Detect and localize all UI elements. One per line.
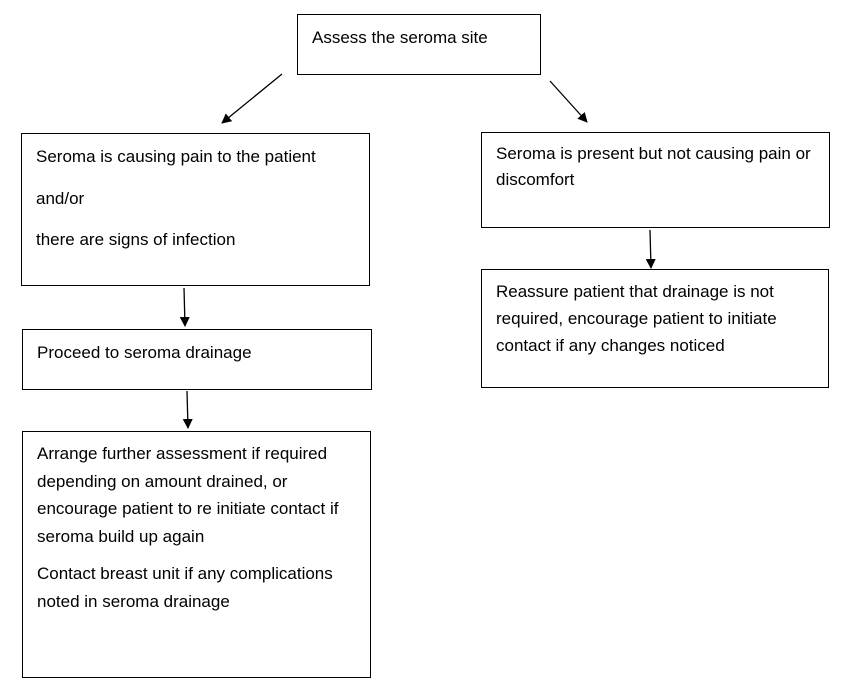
assess-seroma-text: Assess the seroma site [312,28,488,47]
contact-breast-unit-text: Contact breast unit if any complications… [37,564,333,611]
reassure-patient-box: Reassure patient that drainage is not re… [481,269,829,388]
further-assessment-text: Arrange further assessment if required d… [37,444,339,546]
arrow-assess-to-no-pain [549,80,588,123]
arrow-drainage-to-further [182,390,193,429]
and-or-text: and/or [36,188,85,208]
seroma-causing-pain-box: Seroma is causing pain to the patient an… [21,133,370,286]
seroma-causing-pain-text: Seroma is causing pain to the patient [36,147,316,166]
arrow-pain-to-drainage [179,287,190,327]
seroma-no-pain-box: Seroma is present but not causing pain o… [481,132,830,228]
signs-of-infection-text: there are signs of infection [36,230,236,249]
assess-seroma-box: Assess the seroma site [297,14,541,75]
proceed-drainage-box: Proceed to seroma drainage [22,329,372,390]
further-assessment-box: Arrange further assessment if required d… [22,431,371,678]
proceed-drainage-text: Proceed to seroma drainage [37,343,252,362]
seroma-no-pain-text: Seroma is present but not causing pain o… [496,144,811,190]
arrow-assess-to-pain [221,73,283,124]
arrow-no-pain-to-reassure [645,229,656,269]
reassure-patient-text: Reassure patient that drainage is not re… [496,282,777,356]
